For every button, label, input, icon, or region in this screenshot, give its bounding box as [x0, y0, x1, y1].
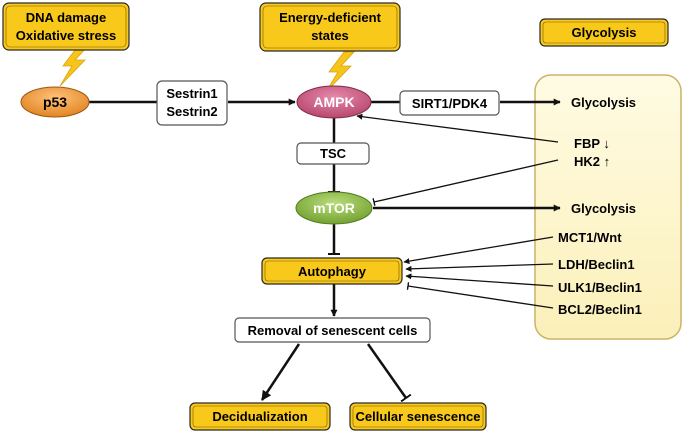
sirt1-pdk4-label: SIRT1/PDK4 [412, 96, 488, 111]
removal-inhibits-senescence-line [366, 343, 412, 403]
tsc-box: TSC [296, 142, 370, 165]
p53-node: p53 [20, 86, 90, 118]
bcl2-inhibits-autophagy-line [406, 282, 554, 309]
glycolysis-legend-box: Glycolysis [539, 18, 669, 47]
panel-glycolysis-mid: Glycolysis [571, 201, 636, 216]
sestrin2-label: Sestrin2 [166, 104, 217, 119]
panel-ldh-beclin1: LDH/Beclin1 [558, 257, 635, 272]
ldh-to-autophagy-arrow [405, 263, 554, 272]
mtor-node: mTOR [295, 191, 373, 225]
ulk1-to-autophagy-arrow [405, 273, 554, 287]
mct1-to-autophagy-arrow [403, 236, 554, 265]
energy-box: Energy-deficient states [259, 2, 401, 52]
lightning-bolt-icon [325, 51, 355, 93]
decidualization-label: Decidualization [212, 409, 307, 424]
glycolysis-legend-label: Glycolysis [571, 25, 636, 40]
ampk-label: AMPK [313, 94, 354, 110]
panel-mct1-wnt: MCT1/Wnt [558, 230, 622, 245]
stress-box: DNA damage Oxidative stress [2, 2, 130, 51]
panel-hk2-label: HK2 ↑ [574, 154, 610, 169]
tsc-label: TSC [320, 146, 347, 161]
mtor-label: mTOR [313, 200, 355, 216]
lightning-bolt-icon [59, 45, 89, 87]
removal-box: Removal of senescent cells [234, 317, 431, 343]
decidualization-box: Decidualization [189, 402, 331, 431]
energy-label-line2: states [311, 28, 349, 43]
p53-label: p53 [43, 94, 67, 110]
sirt1-pdk4-box: SIRT1/PDK4 [399, 90, 500, 116]
fbp-to-ampk-arrow [356, 113, 559, 143]
panel-bcl2-beclin1: BCL2/Beclin1 [558, 302, 642, 317]
sestrins-box: Sestrin1 Sestrin2 [156, 80, 228, 126]
ampk-node: AMPK [296, 85, 372, 119]
hk2-inhibits-mtor-line [372, 159, 559, 206]
autophagy-label: Autophagy [298, 264, 367, 279]
removal-to-decidualization-arrow [260, 343, 301, 401]
stress-label-line2: Oxidative stress [16, 28, 116, 43]
panel-fbp-label: FBP ↓ [574, 136, 610, 151]
energy-label-line1: Energy-deficient [279, 10, 382, 25]
autophagy-box: Autophagy [261, 257, 403, 285]
stress-label-line1: DNA damage [26, 10, 106, 25]
cellular-senescence-label: Cellular senescence [355, 409, 480, 424]
sestrin1-label: Sestrin1 [166, 86, 217, 101]
panel-glycolysis-top: Glycolysis [571, 95, 636, 110]
panel-ulk1-beclin1: ULK1/Beclin1 [558, 280, 642, 295]
cellular-senescence-box: Cellular senescence [349, 402, 487, 431]
removal-label: Removal of senescent cells [248, 323, 418, 338]
